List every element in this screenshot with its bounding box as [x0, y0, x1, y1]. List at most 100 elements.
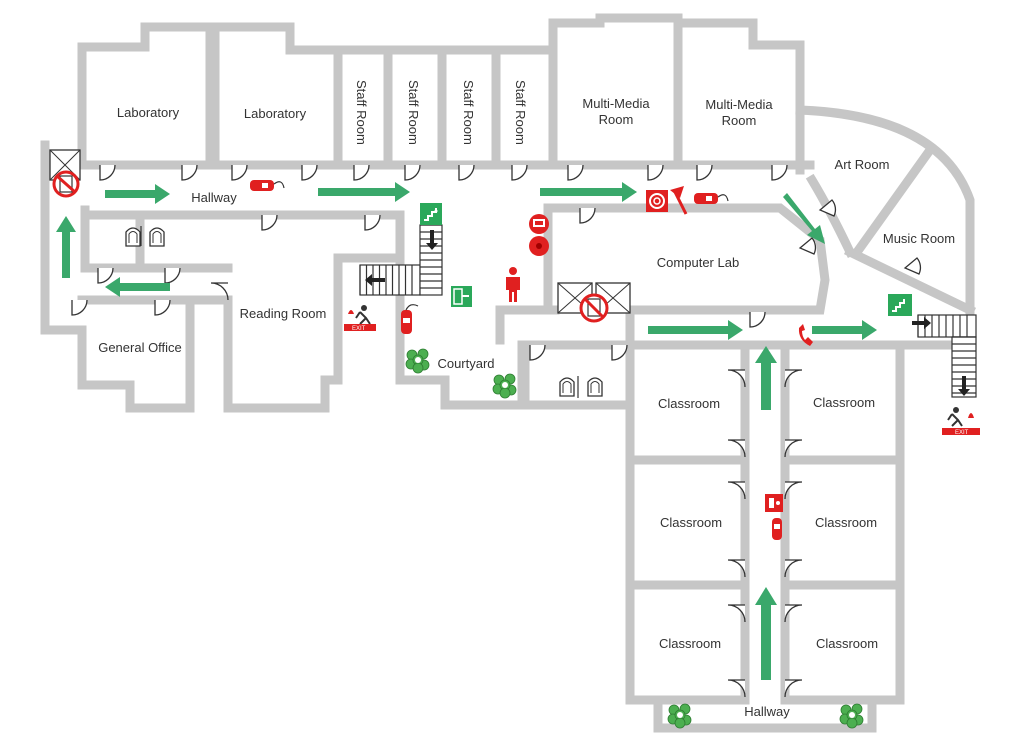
- door-icon: [164, 267, 181, 284]
- room-label-staff-room: Staff Room: [354, 80, 369, 145]
- room-label-staff-room: Staff Room: [406, 80, 421, 145]
- door-icon: [784, 604, 803, 623]
- fire-axe-icon: [670, 186, 688, 215]
- door-icon: [154, 299, 171, 316]
- door-icon: [784, 559, 803, 578]
- door-icon: [97, 267, 114, 284]
- door-icon: [579, 207, 596, 224]
- toilets: [125, 226, 603, 398]
- fire-alarm-sign-icon: [765, 494, 783, 512]
- plants: [405, 348, 864, 729]
- door-icon: [903, 257, 922, 275]
- fire-exit-icon: EXIT: [344, 305, 376, 332]
- arrow-right-icon: [648, 320, 743, 340]
- door-icon: [727, 439, 746, 458]
- door-icon: [99, 164, 116, 181]
- fire-alarm-bell-icon: [529, 236, 549, 256]
- door-icon: [458, 164, 475, 181]
- room-label-classroom: Classroom: [816, 636, 878, 651]
- door-icon: [727, 481, 746, 500]
- room-label-hallway: Hallway: [191, 190, 237, 205]
- fire-extinguisher-icon: [401, 304, 419, 334]
- no-elevator-icon: [579, 293, 609, 323]
- door-icon: [784, 369, 803, 388]
- toilet-icon: [559, 377, 575, 397]
- room-label-classroom: Classroom: [658, 396, 720, 411]
- arrow-right-icon: [540, 182, 637, 202]
- stair-arrows: [365, 230, 970, 396]
- door-icon: [647, 164, 664, 181]
- door-icon: [181, 164, 198, 181]
- room-label-classroom: Classroom: [813, 395, 875, 410]
- door-icon: [567, 164, 584, 181]
- room-label-reading-room: Reading Room: [240, 306, 327, 321]
- walls: [40, 13, 977, 733]
- door-icon: [727, 369, 746, 388]
- door-icon: [210, 282, 229, 301]
- fire-exit-text: EXIT: [352, 326, 366, 332]
- fire-warden-icon: [506, 267, 520, 302]
- room-label-multimedia: Multi-Media: [705, 97, 773, 112]
- fire-hose-reel-icon: [646, 190, 668, 212]
- door-icon: [798, 237, 817, 255]
- evacuation-arrows: [56, 182, 877, 680]
- door-icon: [727, 559, 746, 578]
- door-icon: [511, 164, 528, 181]
- door-icon: [529, 344, 546, 361]
- arrow-right-icon: [105, 184, 170, 204]
- toilet-icon: [149, 227, 165, 247]
- telephone-icon: [798, 324, 813, 346]
- door-icon: [301, 164, 318, 181]
- room-label-hallway: Hallway: [744, 704, 790, 719]
- door-icon: [231, 164, 248, 181]
- room-label-laboratory: Laboratory: [244, 106, 307, 121]
- door-icon: [784, 679, 803, 698]
- plant-icon: [405, 348, 430, 374]
- room-label-staff-room: Staff Room: [461, 80, 476, 145]
- doors: [71, 164, 922, 698]
- arrow-up-icon: [56, 216, 76, 278]
- fire-exit-icon: EXIT: [942, 407, 980, 436]
- fire-extinguisher-icon: [250, 180, 285, 191]
- door-icon: [696, 164, 713, 181]
- room-labels: Laboratory Laboratory Staff Room Staff R…: [98, 80, 955, 719]
- stair-exit-sign-icon: [888, 294, 912, 316]
- room-label-laboratory: Laboratory: [117, 105, 180, 120]
- room-label-classroom: Classroom: [815, 515, 877, 530]
- room-label-multimedia: Room: [599, 112, 634, 127]
- fire-telephone-icon: [529, 214, 549, 234]
- door-icon: [784, 481, 803, 500]
- door-icon: [261, 214, 278, 231]
- room-label-multimedia: Room: [722, 113, 757, 128]
- arrow-right-icon: [318, 182, 410, 202]
- room-label-computer-lab: Computer Lab: [657, 255, 739, 270]
- door-icon: [749, 311, 766, 328]
- room-label-general-office: General Office: [98, 340, 182, 355]
- fire-extinguisher-icon: [694, 193, 729, 204]
- toilet-icon: [125, 227, 141, 247]
- room-label-classroom: Classroom: [659, 636, 721, 651]
- door-icon: [727, 679, 746, 698]
- door-icon: [727, 604, 746, 623]
- door-icon: [771, 164, 788, 181]
- room-label-staff-room: Staff Room: [513, 80, 528, 145]
- door-icon: [611, 344, 628, 361]
- stair-exit-sign-icon: [420, 203, 442, 225]
- plant-icon: [667, 703, 692, 729]
- plant-icon: [492, 373, 517, 399]
- stairs-center: [359, 224, 443, 296]
- door-icon: [364, 214, 381, 231]
- door-icon: [784, 439, 803, 458]
- door-icon: [818, 199, 837, 217]
- exit-sign-icon: [451, 286, 472, 307]
- door-icon: [71, 299, 88, 316]
- arrow-left-icon: [105, 277, 170, 297]
- room-label-courtyard: Courtyard: [437, 356, 494, 371]
- no-elevator-icon: [52, 170, 80, 198]
- door-icon: [404, 164, 421, 181]
- fire-extinguisher-icon: [772, 518, 782, 540]
- room-label-classroom: Classroom: [660, 515, 722, 530]
- toilet-icon: [587, 377, 603, 397]
- fire-exit-text: EXIT: [955, 430, 969, 436]
- arrow-up-icon: [755, 587, 777, 680]
